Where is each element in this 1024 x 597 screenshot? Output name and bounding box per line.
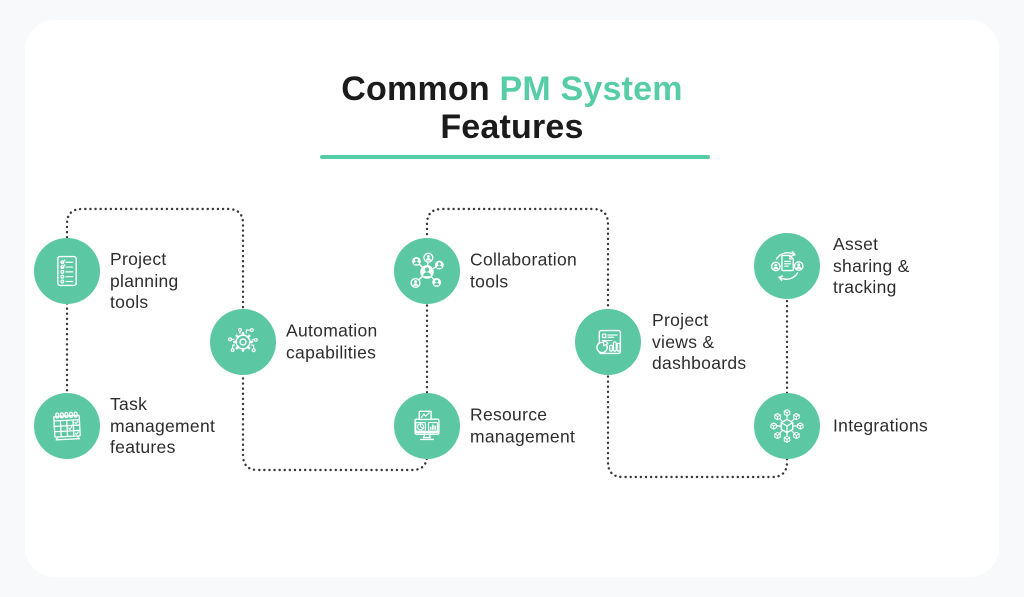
gear-network-icon [228, 327, 258, 353]
node-label-task-management: Task management features [110, 393, 216, 457]
node-task-management [34, 393, 100, 459]
node-asset-sharing [754, 233, 820, 299]
node-label-resource-management: Resource management [470, 404, 576, 447]
monitor-charts-icon [414, 410, 440, 441]
dashboard-icon [596, 329, 622, 355]
node-label-asset-sharing: Asset sharing & tracking [833, 233, 910, 297]
node-label-automation: Automation capabilities [286, 320, 378, 363]
node-resource-management [394, 393, 460, 459]
title-line2: Features [440, 108, 584, 146]
node-project-views [575, 309, 641, 375]
title-underline [320, 155, 710, 159]
node-project-planning [34, 238, 100, 304]
title-part-black: Common [341, 70, 500, 108]
page-title: Common PM System Features [0, 70, 1024, 146]
content-card [25, 20, 999, 577]
node-label-collaboration: Collaboration tools [470, 249, 578, 292]
node-collaboration [394, 238, 460, 304]
people-network-icon [410, 252, 444, 289]
checklist-icon [57, 255, 77, 287]
document-sync-icon [770, 250, 804, 282]
node-label-project-views: Project views & dashboards [652, 309, 747, 373]
node-label-integrations: Integrations [833, 415, 929, 436]
node-integrations [754, 393, 820, 459]
calendar-icon [53, 411, 81, 441]
cube-network-icon [770, 408, 804, 444]
node-automation [210, 309, 276, 375]
node-label-project-planning: Project planning tools [110, 248, 179, 312]
title-part-accent: PM System [499, 70, 683, 108]
